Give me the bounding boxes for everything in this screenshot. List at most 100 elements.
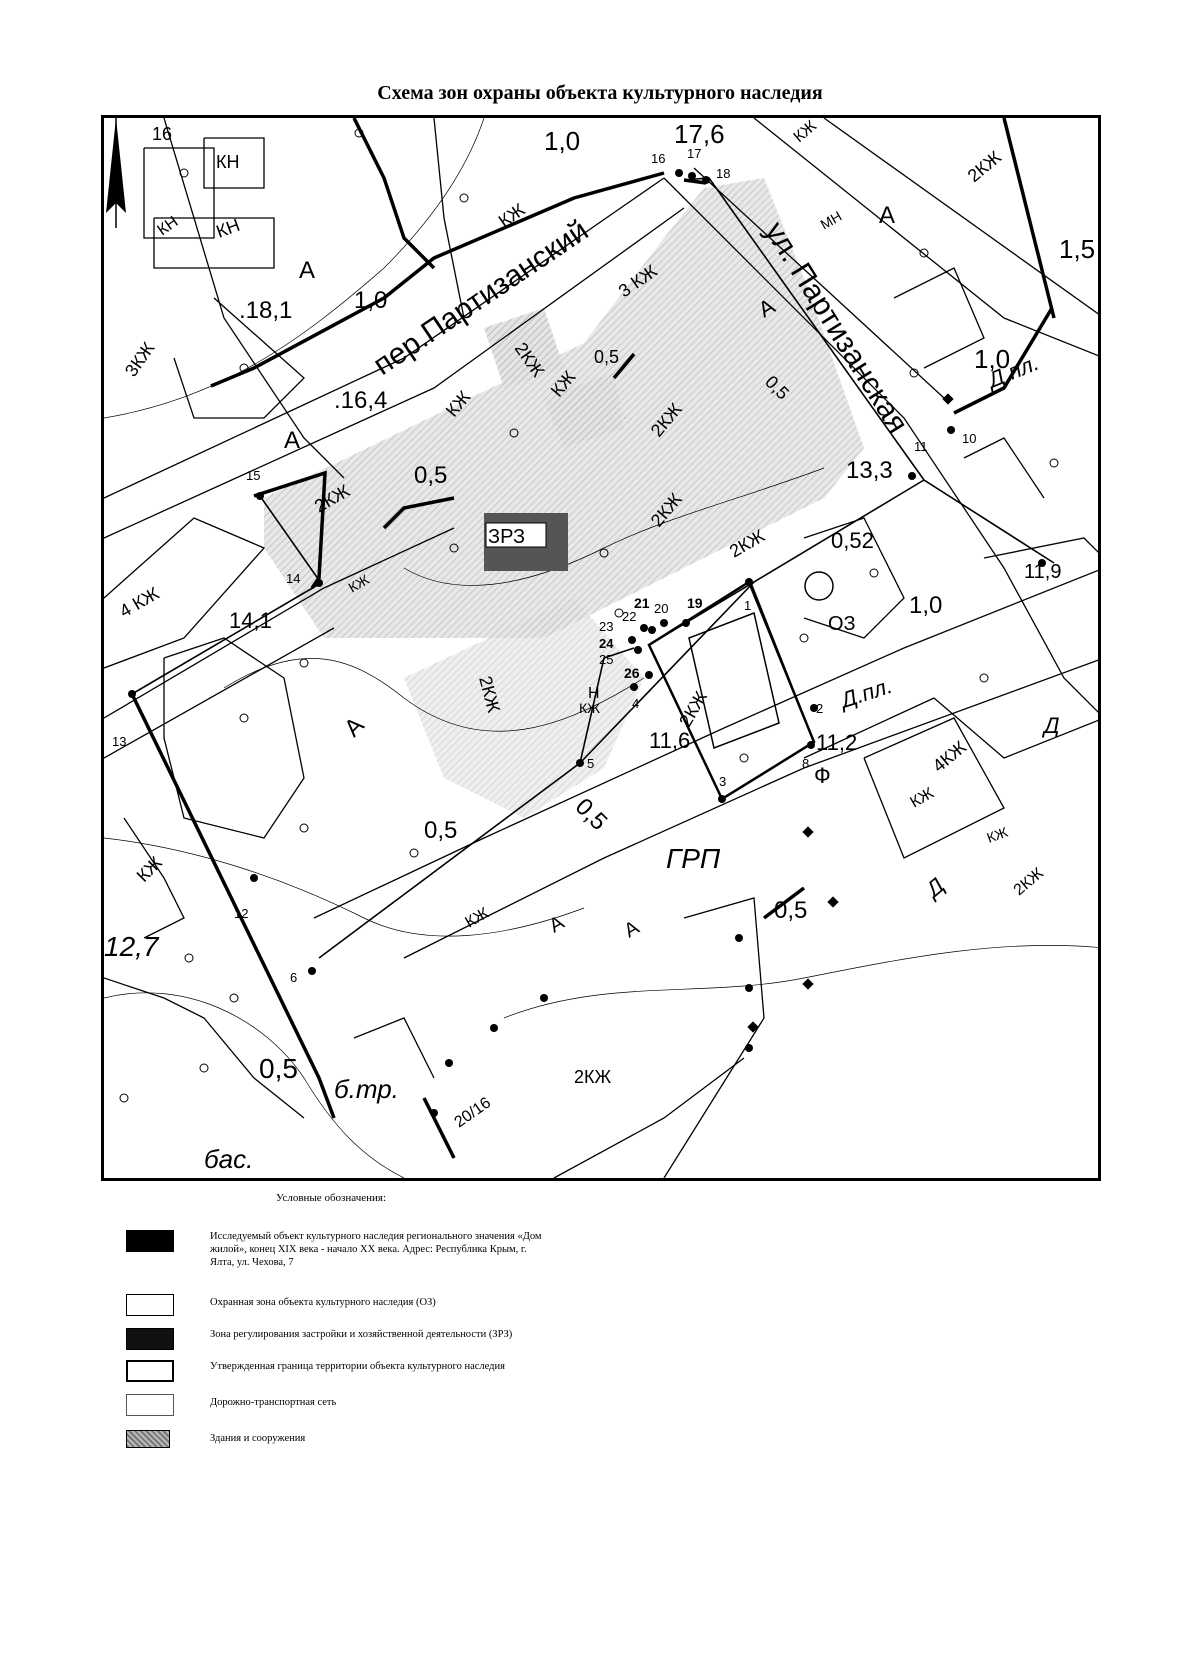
point-number: 20 <box>654 601 668 616</box>
elev-label: 11,6 <box>649 728 690 753</box>
legend-swatch-border <box>126 1360 174 1382</box>
tree-symbols <box>119 128 1059 1103</box>
legend-text-oz: Охранная зона объекта культурного наслед… <box>210 1297 436 1308</box>
map-labels: пер.Партизанский ул. Партизанская ГРП ба… <box>104 118 1095 1174</box>
elev-label: 1,0 <box>544 126 580 156</box>
letter-label: А <box>339 712 369 742</box>
legend-swatch-object <box>126 1230 174 1252</box>
point-number: 24 <box>599 636 614 651</box>
bld-label: КЖ <box>463 905 493 932</box>
letter-label: Д <box>919 873 949 904</box>
point-number: 16 <box>651 151 665 166</box>
elev-label: 0,52 <box>831 528 874 553</box>
bld-label: КЖ <box>908 785 938 812</box>
letter-label: Ф <box>814 763 831 788</box>
point-number: 6 <box>290 970 297 985</box>
bld-label: КЖ <box>579 700 600 716</box>
elev-label: .16,4 <box>334 387 387 414</box>
bld-label: 4 КЖ <box>116 583 163 622</box>
bld-label: КЖ <box>791 118 821 146</box>
elev-label: 11,2 <box>816 730 857 755</box>
point-number: 17 <box>687 146 701 161</box>
bld-label: КН <box>216 152 239 172</box>
legend-text-zrz: Зона регулирования застройки и хозяйстве… <box>210 1329 513 1340</box>
bld-label: КЖ <box>495 199 529 231</box>
cadastral-lines <box>104 118 1098 1178</box>
elev-label: 1,0 <box>909 592 942 619</box>
elev-label: 1,5 <box>1059 234 1095 264</box>
point-number: 5 <box>587 756 594 771</box>
point-number: 15 <box>246 468 260 483</box>
legend-swatch-oz <box>126 1294 174 1316</box>
elev-label: 1,0 <box>354 287 387 314</box>
point-number: 19 <box>687 595 703 611</box>
elev-label: 1,0 <box>974 344 1010 374</box>
bld-label: 20/16 <box>452 1094 495 1131</box>
bld-label: КН <box>155 213 182 239</box>
elev-label: 11,9 <box>1024 561 1061 583</box>
label-btr: б.тр. <box>334 1074 399 1104</box>
point-number: 11 <box>914 439 928 454</box>
elev-label: 0,5 <box>424 817 457 844</box>
legend-text-object: Исследуемый объект культурного наследия … <box>210 1231 542 1268</box>
map-frame[interactable]: пер.Партизанский ул. Партизанская ГРП ба… <box>101 115 1101 1181</box>
utility-symbols <box>430 393 954 1117</box>
map-canvas: пер.Партизанский ул. Партизанская ГРП ба… <box>104 118 1098 1178</box>
point-number: 26 <box>624 665 640 681</box>
elev-label: 13,3 <box>846 457 893 484</box>
point-number: 10 <box>962 431 976 446</box>
letter-label: А <box>879 202 895 229</box>
point-number: 22 <box>622 609 636 624</box>
legend-heading: Условные обозначения: <box>276 1192 387 1204</box>
elev-label: 0,5 <box>414 462 447 489</box>
elev-label: 0,5 <box>594 347 619 367</box>
contour-lines <box>104 118 1098 1178</box>
bld-label: 4КЖ <box>929 737 971 776</box>
elev-label: 12,7 <box>104 931 160 962</box>
label-oz: ОЗ <box>828 613 856 635</box>
legend-swatch-road <box>126 1394 174 1416</box>
point-number: 4 <box>632 696 639 711</box>
point-number: 3 <box>719 774 726 789</box>
point-number: 1 <box>744 598 751 613</box>
elev-label: 0,5 <box>774 897 807 924</box>
elev-label: .18,1 <box>239 297 292 324</box>
point-number: 23 <box>599 619 613 634</box>
label-zrz: ЗРЗ <box>488 526 525 548</box>
letter-label: Д <box>1041 713 1060 738</box>
point-number: 12 <box>234 906 248 921</box>
elev-label: 0,5 <box>570 793 613 836</box>
building-area <box>264 178 864 818</box>
point-number: 18 <box>716 166 730 181</box>
letter-label: А <box>284 427 300 454</box>
letter-label: А <box>299 257 315 284</box>
bld-label: КЖ <box>133 852 167 886</box>
elev-label: 14,1 <box>229 608 272 633</box>
label-bas: бас. <box>204 1144 253 1174</box>
legend-swatch-zrz <box>126 1328 174 1350</box>
bld-label: 2КЖ <box>1011 865 1047 899</box>
legend-text-border: Утвержденная граница территории объекта … <box>210 1361 505 1372</box>
label-dpl-1: Д.пл. <box>835 673 895 714</box>
legend-swatch-buildings <box>126 1430 170 1448</box>
north-arrow-icon <box>106 118 126 228</box>
bld-label: КЖ <box>985 824 1010 846</box>
letter-label: А <box>621 916 644 942</box>
letter-label: А <box>546 911 569 937</box>
bld-label: 2КЖ <box>574 1067 611 1087</box>
bld-label: 2КЖ <box>964 147 1006 186</box>
point-number: 13 <box>112 734 126 749</box>
legend-text-road: Дорожно-транспортная сеть <box>210 1397 337 1408</box>
elev-label: 0,5 <box>259 1053 298 1084</box>
point-number: 8 <box>802 756 809 771</box>
letter-label: Н <box>588 685 600 702</box>
elev-label: 0,5 <box>624 417 626 419</box>
bld-label: 16 <box>152 124 172 144</box>
boundary-points <box>128 169 1046 975</box>
bld-label: МН <box>818 208 845 233</box>
elev-label: 17,6 <box>674 119 725 149</box>
legend-text-buildings: Здания и сооружения <box>210 1433 306 1444</box>
bld-label: 3КЖ <box>121 338 159 380</box>
bld-label: КН <box>214 215 243 242</box>
point-number: 2 <box>816 701 823 716</box>
